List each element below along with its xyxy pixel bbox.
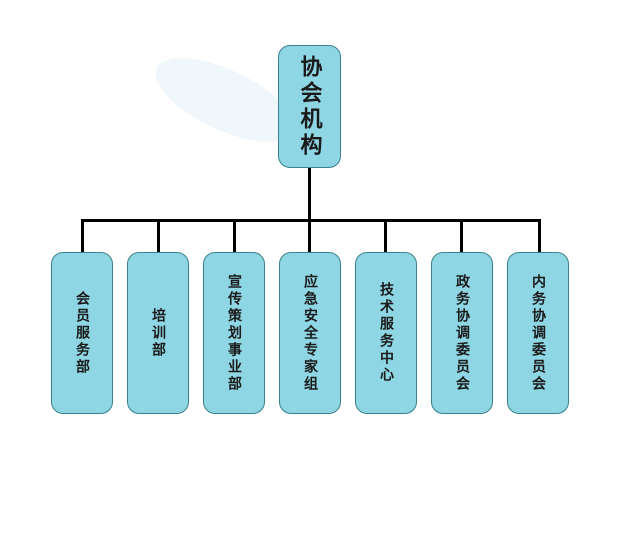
child-node-label: 宣传策划事业部 xyxy=(226,273,242,393)
child-connector xyxy=(384,219,387,253)
child-node-training: 培训部 xyxy=(127,252,189,414)
child-node-label: 技术服务中心 xyxy=(378,282,394,384)
child-connector xyxy=(308,219,311,253)
child-connector xyxy=(460,219,463,253)
child-node-emergency-safety-experts: 应急安全专家组 xyxy=(279,252,341,414)
child-connector xyxy=(81,219,84,253)
child-node-publicity-planning: 宣传策划事业部 xyxy=(203,252,265,414)
child-connector xyxy=(538,219,541,253)
root-node: 协会机构 xyxy=(278,45,341,168)
child-node-membership-services: 会员服务部 xyxy=(51,252,113,414)
child-node-label: 政务协调委员会 xyxy=(454,273,470,393)
child-node-government-affairs-committee: 政务协调委员会 xyxy=(431,252,493,414)
child-node-label: 应急安全专家组 xyxy=(302,273,318,393)
child-node-internal-affairs-committee: 内务协调委员会 xyxy=(507,252,569,414)
root-connector xyxy=(308,168,311,220)
child-node-label: 培训部 xyxy=(150,307,166,359)
horizontal-connector xyxy=(81,219,541,222)
child-node-label: 会员服务部 xyxy=(74,290,90,376)
child-connector xyxy=(233,219,236,253)
root-node-label: 协会机构 xyxy=(296,54,323,159)
child-node-technical-service-center: 技术服务中心 xyxy=(355,252,417,414)
child-connector xyxy=(157,219,160,253)
child-node-label: 内务协调委员会 xyxy=(530,273,546,393)
